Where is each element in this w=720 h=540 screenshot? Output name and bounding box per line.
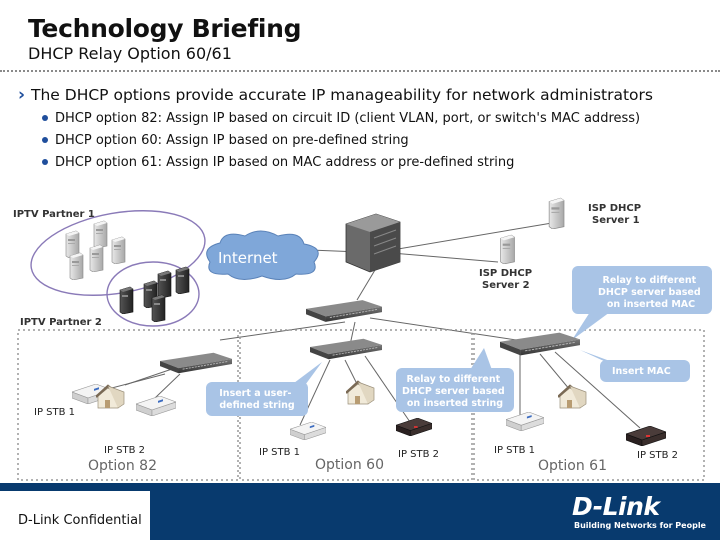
aggregation-switch-icon [306, 300, 382, 322]
ip-stb-2-label: IP STB 2 [398, 449, 439, 460]
house-icon [558, 384, 588, 410]
callout-insert-mac [580, 350, 690, 382]
bullet-text: DHCP option 82: Assign IP based on circu… [55, 111, 641, 126]
stb-icon [290, 422, 326, 440]
callout-user-string-text: Insert a user- defined string [219, 388, 294, 411]
option-60-label: Option 60 [315, 457, 384, 473]
main-point: › The DHCP options provide accurate IP ma… [18, 85, 653, 105]
callout-user-string [206, 362, 322, 416]
ip-stb-1-label: IP STB 1 [259, 447, 300, 458]
access-switch-icon [160, 352, 232, 374]
ip-stb-2-label: IP STB 2 [104, 445, 145, 456]
bullet-item: DHCP option 61: Assign IP based on MAC a… [42, 155, 514, 170]
callout-relay-by-string-text: Relay to different DHCP server based on … [402, 374, 508, 409]
server-icon [93, 220, 108, 248]
isp-dhcp-server-1-label: ISP DHCP Server 1 [588, 203, 645, 226]
server-icon [151, 294, 166, 322]
dhcp-server-1-icon [548, 197, 565, 229]
bullet-dot-icon [42, 136, 48, 143]
callout-relay-by-mac [572, 266, 712, 340]
iptv-partner-2-group [106, 261, 200, 327]
callout-relay-by-mac-text: Relay to different DHCP server based on … [598, 275, 704, 310]
iptv-partner-1-label: IPTV Partner 1 [13, 209, 95, 220]
server-icon [89, 244, 104, 272]
server-icon [111, 236, 126, 264]
internet-cloud-icon [206, 230, 319, 280]
bullet-text: DHCP option 60: Assign IP based on pre-d… [55, 133, 409, 148]
page-title: Technology Briefing [28, 14, 302, 43]
option-82-label: Option 82 [88, 458, 157, 474]
option-61-label: Option 61 [538, 458, 607, 474]
callout-relay-by-string [396, 348, 514, 412]
ip-stb-1-label: IP STB 1 [34, 407, 75, 418]
access-switch-icon [310, 338, 382, 360]
bullet-item: DHCP option 60: Assign IP based on pre-d… [42, 133, 409, 148]
ip-stb-1-label: IP STB 1 [494, 445, 535, 456]
bullet-dot-icon [42, 114, 48, 121]
chevron-right-icon: › [18, 85, 26, 105]
internet-label: Internet [218, 249, 278, 267]
dhcp-server-2-icon [500, 234, 516, 264]
isp-dhcp-server-2-label: ISP DHCP Server 2 [479, 268, 536, 291]
main-point-text: The DHCP options provide accurate IP man… [31, 86, 653, 104]
core-router-icon [345, 213, 401, 273]
ip-stb-2-label: IP STB 2 [637, 450, 678, 461]
confidential-label: D-Link Confidential [18, 513, 142, 528]
house-icon [346, 380, 376, 406]
bullet-text: DHCP option 61: Assign IP based on MAC a… [55, 155, 515, 170]
server-icon [69, 252, 84, 280]
header-divider [0, 70, 720, 72]
page-subtitle: DHCP Relay Option 60/61 [28, 44, 232, 63]
server-icon [119, 286, 134, 314]
callout-insert-mac-text: Insert MAC [612, 366, 671, 377]
stb-icon [506, 412, 544, 431]
bullet-item: DHCP option 82: Assign IP based on circu… [42, 111, 640, 126]
dlink-logo: D-Link [572, 492, 660, 521]
server-icon [175, 266, 190, 294]
server-icon [157, 270, 172, 298]
bullet-dot-icon [42, 158, 48, 165]
access-switch-icon [500, 332, 580, 356]
iptv-partner-2-label: IPTV Partner 2 [20, 317, 102, 328]
stb-icon [396, 418, 432, 436]
stb-icon [626, 426, 666, 446]
dlink-tagline: Building Networks for People [574, 521, 706, 530]
stb-icon [136, 396, 176, 416]
footer-left-panel [0, 491, 150, 540]
